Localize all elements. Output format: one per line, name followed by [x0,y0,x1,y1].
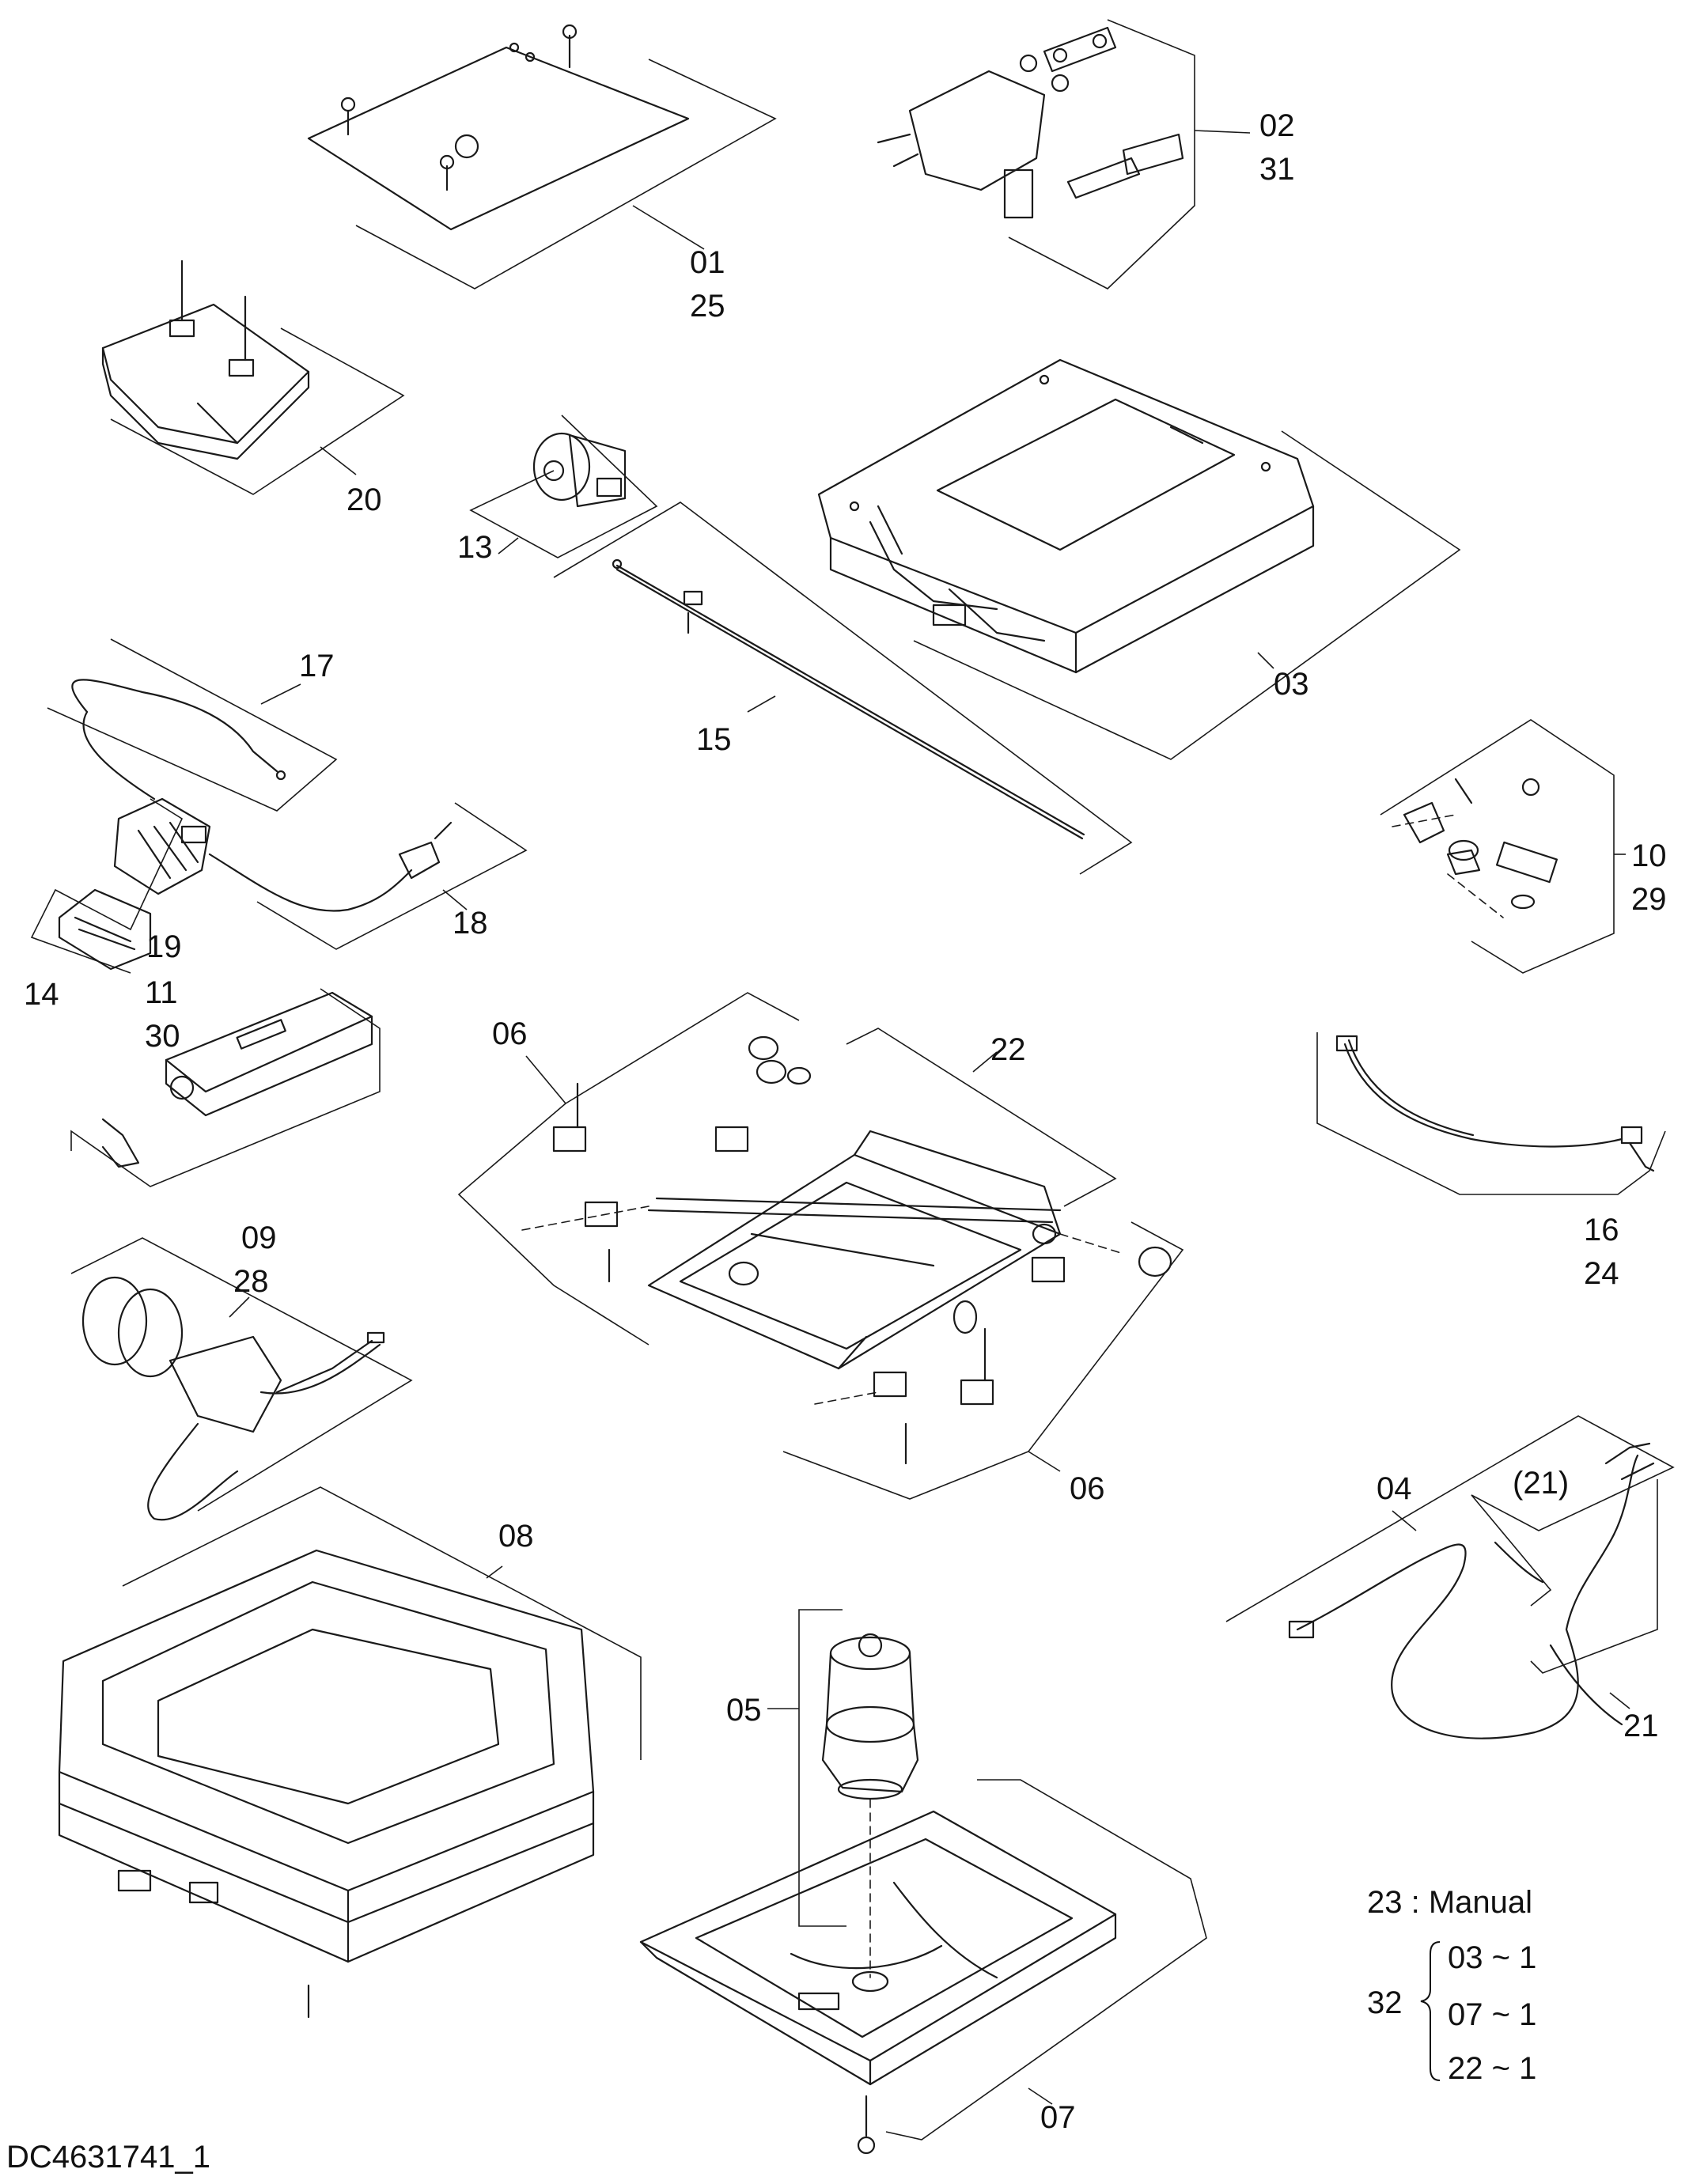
part-18-cable [208,821,453,912]
part-15-rod [612,558,1085,840]
label-13: 13 [457,530,493,565]
label-06-upper: 06 [492,1016,528,1051]
frame-04 [1225,1415,1675,1622]
part-20-armrest [101,259,310,460]
label-21: 21 [1623,1709,1659,1743]
frame-18 [256,802,528,950]
leader-04 [1392,1510,1417,1531]
label-05: 05 [726,1693,762,1728]
leader-01 [632,205,705,250]
leader-18 [442,889,468,910]
label-04: 04 [1377,1471,1412,1506]
frame-15 [553,502,1133,875]
part-02-valve-bracket [877,26,1184,219]
leader-06a [525,1055,566,1104]
leader-08 [486,1565,503,1579]
label-18: 18 [453,906,488,941]
label-30: 30 [145,1019,180,1054]
label-14: 14 [24,977,59,1012]
frame-09 [70,1237,413,1512]
leader-02 [1194,130,1251,134]
frame-17 [47,638,338,812]
label-16: 16 [1584,1213,1619,1247]
label-31: 31 [1259,152,1295,187]
label-15: 15 [696,722,732,757]
leader-17 [260,683,301,705]
frame-16 [1316,1032,1666,1195]
label-22: 22 [990,1032,1026,1067]
label-07: 07 [1040,2100,1076,2135]
frame-07 [885,1779,1207,2140]
label-17: 17 [299,649,335,683]
frame-13 [469,414,658,558]
part-22-suspension [647,1130,1062,1370]
label-11: 11 [145,975,178,1010]
notes: 23 : Manual 32 03 ~ 1 07 ~ 1 22 ~ 1 [1367,1885,1536,2086]
leader-06b [1028,1451,1061,1472]
part-06-mounts [521,1035,1172,1465]
frame-08 [122,1486,642,1760]
frame-10 [1380,719,1615,974]
part-03-slide-frame [817,358,1315,674]
part-17-cable [71,679,286,801]
leader-22 [972,1051,998,1073]
part-04-harness [1288,1442,1655,1739]
label-10: 10 [1631,838,1667,873]
part-10-lift [1392,778,1558,918]
frame-02 [1008,19,1195,290]
leader-20 [320,446,357,475]
part-01-seat-plate [307,24,690,231]
part-19-lever [113,797,211,895]
label-03: 03 [1274,667,1309,702]
frame-06-top [565,992,800,1104]
frame-20 [110,327,405,495]
part-11-damper [101,991,373,1168]
frame-19-14 [30,798,184,974]
frame-22 [846,1028,1117,1207]
part-08-cushion-frame [58,1549,595,2019]
frame-21 [1530,1479,1658,1674]
callout-labels: 01 25 02 31 20 13 03 17 15 10 29 18 19 1… [24,108,1667,2135]
part-16-tube [1335,1035,1655,1172]
note-manual: 23 : Manual [1367,1885,1532,1920]
label-21-paren: (21) [1513,1466,1569,1501]
label-06-lower: 06 [1070,1471,1105,1506]
frame-11 [70,988,381,1187]
label-19: 19 [146,929,182,964]
frame-06-upper [457,1103,649,1346]
drawing-code: DC4631741_1 [6,2140,210,2175]
leader-15 [747,695,776,713]
part-07-base-plate [639,1810,1117,2155]
label-20: 20 [347,483,382,517]
leader-09 [229,1296,250,1318]
frame-01 [355,59,777,290]
leader-21 [1609,1692,1630,1709]
note-set-item: 07 ~ 1 [1448,1997,1536,2032]
note-set-item: 03 ~ 1 [1448,1940,1536,1975]
label-02: 02 [1259,108,1295,143]
label-25: 25 [690,289,725,324]
set-brace [1420,1941,1441,2081]
frame-05 [798,1609,846,1927]
label-28: 28 [233,1264,269,1299]
part-09-heater [81,1276,385,1521]
frame-06-lower [782,1221,1184,1500]
label-29: 29 [1631,882,1667,917]
part-13-knob [532,432,627,508]
label-01: 01 [690,245,725,280]
label-09: 09 [241,1221,277,1255]
label-24: 24 [1584,1256,1619,1291]
leader-13 [498,537,519,555]
frame-03 [913,430,1461,760]
note-set-item: 22 ~ 1 [1448,2051,1536,2086]
leader-07 [1028,2087,1053,2105]
note-set-number: 32 [1367,1985,1403,2020]
part-05-air-spring [821,1633,919,1978]
part-14-lever-cover [58,888,152,971]
label-08: 08 [498,1519,534,1554]
leader-03 [1257,652,1274,669]
